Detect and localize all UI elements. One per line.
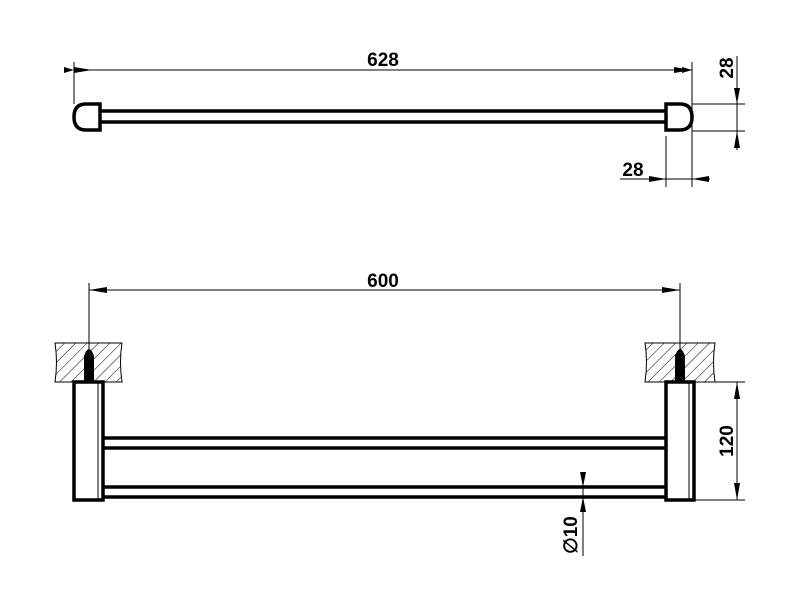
arrowheads — [580, 472, 586, 512]
end-cap-right — [664, 102, 694, 132]
dimension-28-width: 28 — [622, 160, 643, 181]
post-left — [72, 380, 105, 502]
dimension-600: 600 — [367, 271, 399, 292]
post-right — [664, 380, 696, 502]
end-cap-left — [72, 102, 102, 132]
dimension-diameter-10: ∅10 — [561, 516, 582, 554]
front-view: 600 120 ∅10 — [54, 271, 745, 556]
screw-left — [84, 349, 94, 382]
top-view: 628 28 28 — [64, 50, 745, 187]
arrowheads — [649, 176, 709, 182]
dimension-28-height: 28 — [717, 57, 738, 78]
dimension-628: 628 — [367, 50, 399, 71]
dimension-120: 120 — [717, 425, 738, 457]
screw-right — [675, 349, 685, 382]
arrowheads — [734, 88, 740, 148]
